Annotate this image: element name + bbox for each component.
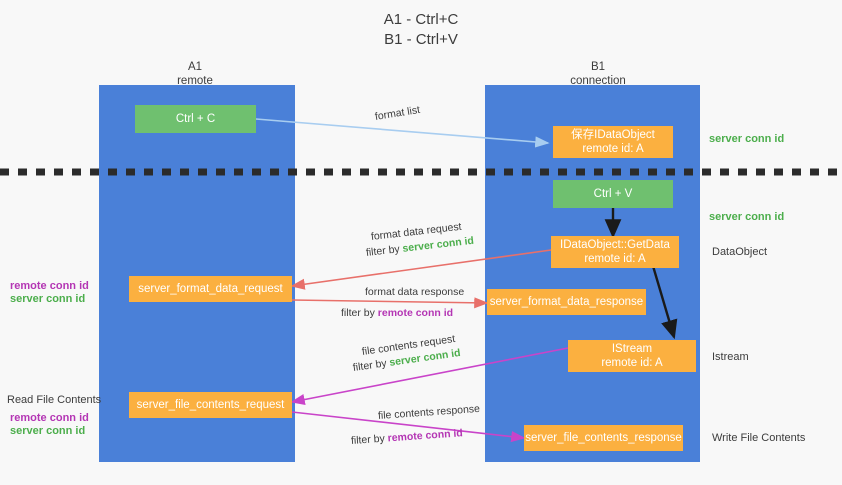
filter-prefix: filter by <box>352 356 391 374</box>
node-istream[interactable]: IStream remote id: A <box>568 340 696 372</box>
node-ctrl-c-label: Ctrl + C <box>175 113 216 125</box>
edge-label-format-list-text: format list <box>374 103 421 123</box>
filter-prefix: filter by <box>350 432 389 447</box>
left-label-format-server-conn-id: server conn id <box>10 293 86 305</box>
filter-value-remote-conn-id: remote conn id <box>387 427 464 445</box>
node-idataobject-getdata-line1: IDataObject::GetData <box>560 239 670 251</box>
node-save-idataobject-line1: 保存IDataObject <box>571 129 655 141</box>
node-ctrl-v-label: Ctrl + V <box>593 188 633 200</box>
edge-label-format-data-response-filter: filter by remote conn id <box>341 306 453 320</box>
node-ctrl-v[interactable]: Ctrl + V <box>553 180 673 208</box>
node-server-file-contents-response[interactable]: server_file_contents_response <box>524 425 683 451</box>
node-server-format-data-response-label: server_format_data_response <box>489 296 644 308</box>
column-header-b1: B1 connection <box>498 60 698 88</box>
right-label-istream: Istream <box>712 351 749 363</box>
node-save-idataobject-line2: remote id: A <box>582 143 644 155</box>
column-b1-name: B1 <box>590 61 606 73</box>
column-header-a1: A1 remote <box>95 60 295 88</box>
column-b1-role: connection <box>570 75 626 87</box>
node-server-file-contents-request[interactable]: server_file_contents_request <box>129 392 292 418</box>
filter-prefix: filter by <box>365 242 404 259</box>
filter-prefix: filter by <box>341 307 378 319</box>
node-istream-line2: remote id: A <box>601 357 663 369</box>
right-label-dataobject: DataObject <box>712 246 768 258</box>
edge-label-file-contents-response-filter: filter by remote conn id <box>351 426 464 448</box>
edge-label-format-data-response: format data response <box>365 285 464 299</box>
node-server-file-contents-request-label: server_file_contents_request <box>136 399 285 411</box>
left-label-file-server-conn-id: server conn id <box>10 425 86 437</box>
node-idataobject-getdata-line2: remote id: A <box>584 253 646 265</box>
right-label-write-file-contents: Write File Contents <box>712 432 806 444</box>
node-server-file-contents-response-label: server_file_contents_response <box>525 432 682 444</box>
node-server-format-data-response[interactable]: server_format_data_response <box>487 289 646 315</box>
node-server-format-data-request-label: server_format_data_request <box>138 283 283 295</box>
filter-value-remote-conn-id: remote conn id <box>377 307 454 319</box>
node-istream-line1: IStream <box>611 343 653 355</box>
node-server-format-data-request[interactable]: server_format_data_request <box>129 276 292 302</box>
left-label-file-remote-conn-id: remote conn id <box>10 412 89 424</box>
column-a1-name: A1 <box>187 61 203 73</box>
edge-label-file-contents-response: file contents response <box>378 402 481 423</box>
edge-label-format-list: format list <box>374 103 421 124</box>
left-label-read-file-contents: Read File Contents <box>7 394 102 406</box>
title-line-1: A1 - Ctrl+C <box>383 11 459 28</box>
node-ctrl-c[interactable]: Ctrl + C <box>135 105 256 133</box>
right-label-server-conn-id-top: server conn id <box>709 133 785 145</box>
arrow-format-data-response <box>291 297 489 309</box>
node-save-idataobject[interactable]: 保存IDataObject remote id: A <box>553 126 673 158</box>
left-label-format-remote-conn-id: remote conn id <box>10 280 89 292</box>
node-idataobject-getdata[interactable]: IDataObject::GetData remote id: A <box>551 236 679 268</box>
title-line-2: B1 - Ctrl+V <box>384 31 458 48</box>
edge-label-format-data-response-text: format data response <box>365 286 465 298</box>
page-title: A1 - Ctrl+C B1 - Ctrl+V <box>0 10 842 50</box>
edge-label-file-contents-response-text: file contents response <box>377 402 481 422</box>
right-label-server-conn-id-mid: server conn id <box>709 211 785 223</box>
column-a1-role: remote <box>177 75 213 87</box>
